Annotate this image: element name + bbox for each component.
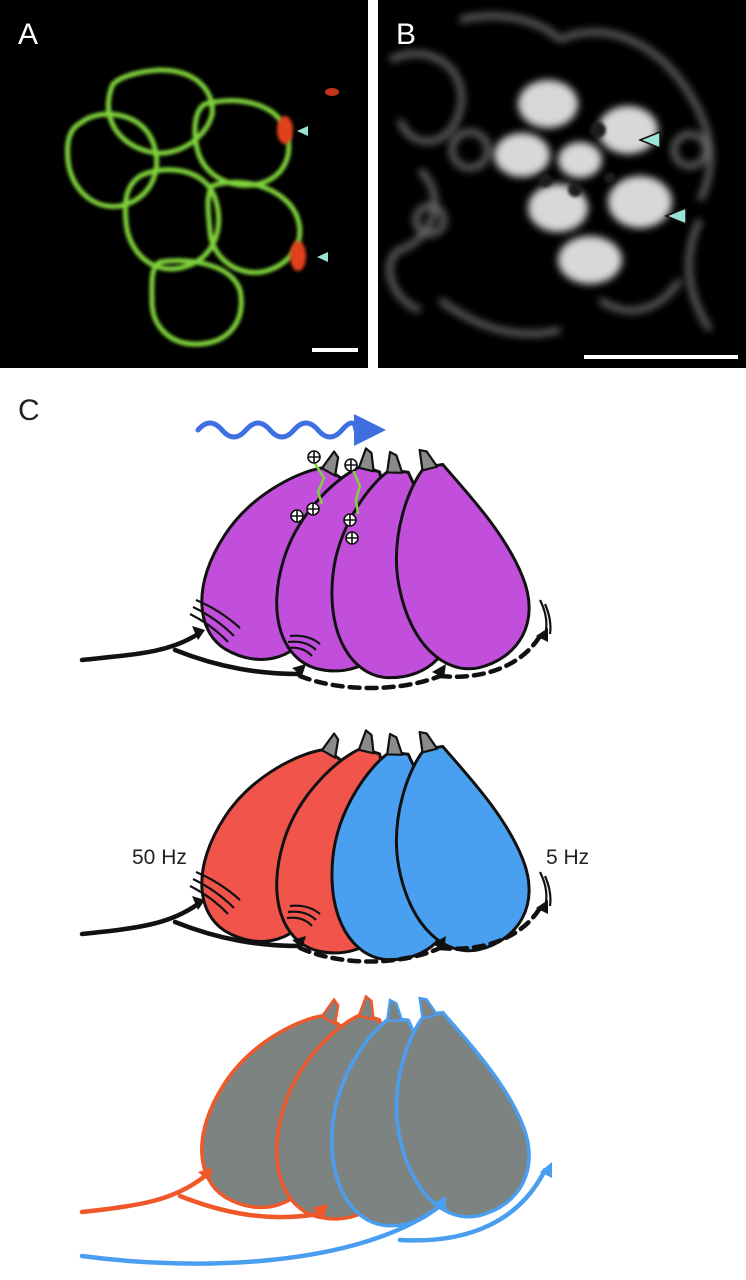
frequency-label-50hz: 50 Hz [132,846,187,869]
diagram-frequency-tuned: 50 Hz 5 Hz [79,721,589,970]
silent-fiber [297,673,443,691]
cluster-gaps [538,122,616,197]
red-marker-top [277,116,293,144]
panel-label-b: B [396,18,416,51]
low-frequency-fiber [79,1203,443,1266]
silent-fiber [297,945,443,964]
red-marker-bottom [290,241,306,271]
scale-bar [584,355,738,359]
arrowhead-marker-icon [317,252,328,262]
scale-bar [312,348,358,352]
red-speck [325,88,339,96]
arrowhead-marker-icon [663,206,687,226]
panel-label-a: A [18,18,38,51]
tip-link [350,467,362,515]
wavy-arrow-icon [195,414,386,446]
positive-ion-icon [290,450,359,545]
panel-c: C [18,394,589,1266]
silent-fiber [437,633,543,679]
diagram-labeled-lines [79,986,552,1266]
afferent-fiber-branch [172,919,303,949]
afferent-fiber [79,631,201,663]
arrowhead-marker-icon [297,126,308,136]
synapse-arcs [189,870,552,927]
panel-a: A [0,0,368,368]
tip-link [312,461,326,505]
afferent-fiber-branch [172,647,303,677]
panel-b: B [378,0,746,368]
frequency-label-5hz: 5 Hz [546,846,589,869]
high-frequency-fiber-branch [177,1193,321,1220]
synapse-arcs [189,598,552,657]
panel-label-c: C [18,394,40,427]
tissue-texture [386,13,714,337]
diagram-mechanosensitive [79,439,552,691]
silent-fiber [437,905,543,951]
arrowhead-marker-icon [637,130,661,150]
cell-membranes [65,67,303,347]
low-frequency-fiber-branch [397,1167,548,1243]
high-frequency-fiber [79,1173,208,1215]
afferent-fiber [79,901,201,937]
